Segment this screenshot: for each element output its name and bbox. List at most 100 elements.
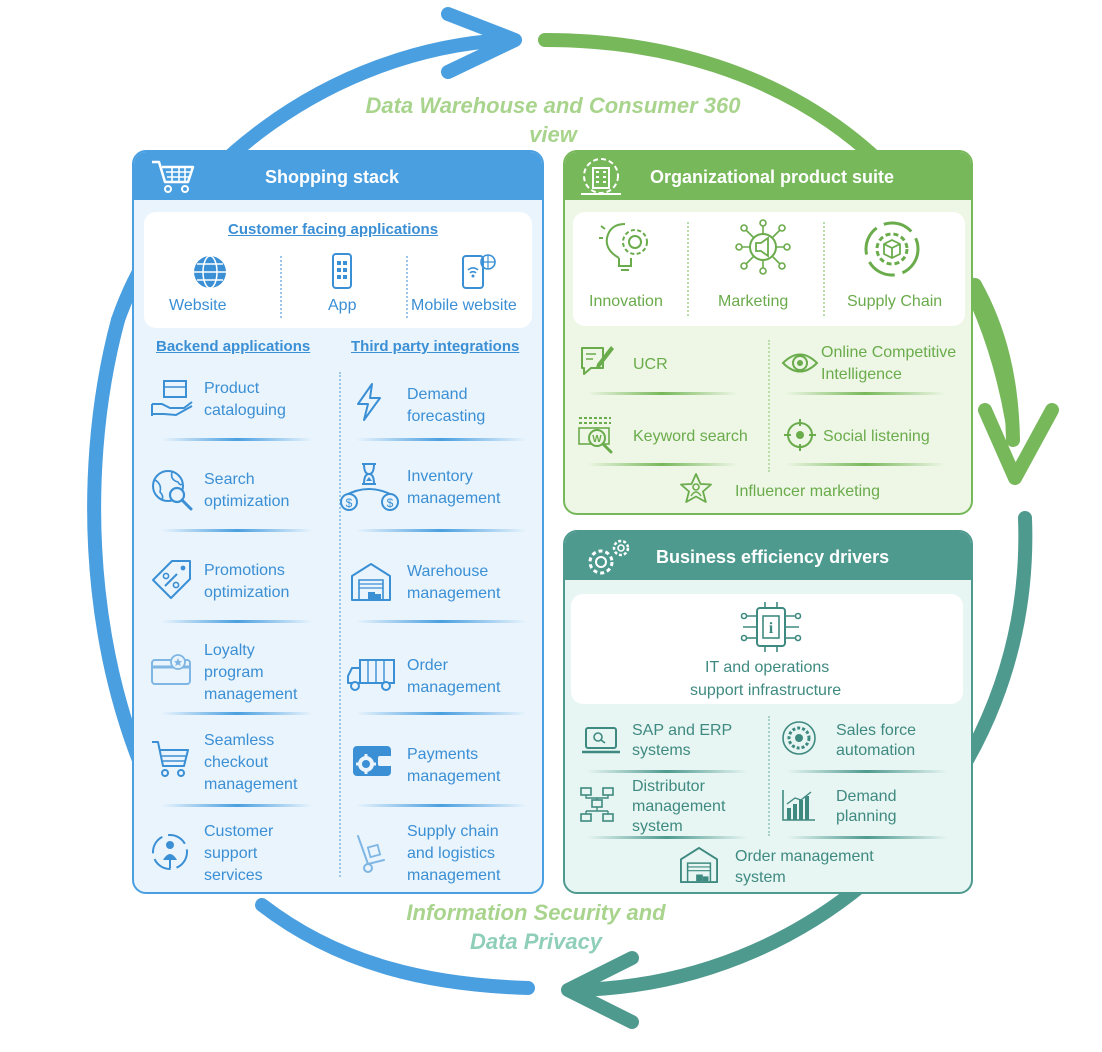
cart-icon	[152, 741, 189, 777]
backend-label-2: optimization	[204, 584, 290, 601]
globe-icon	[194, 255, 226, 289]
org-top-label-innovation: Innovation	[589, 293, 663, 310]
backend-label-3: management	[204, 686, 298, 703]
backend-label-2: checkout	[204, 754, 269, 771]
app-label-website: Website	[169, 297, 227, 314]
business-item-label-1: Demand	[836, 788, 897, 805]
third-party-label-2: management	[407, 768, 501, 785]
laptop-icon	[582, 727, 620, 754]
shopping-stack-title: Shopping stack	[265, 167, 400, 187]
org-item-label-1: UCR	[633, 356, 668, 373]
backend-heading: Backend applications	[156, 338, 311, 355]
shopping-stack-header: Shopping stack	[134, 152, 542, 200]
tag-percent-icon	[152, 560, 191, 599]
svg-text:$: $	[387, 496, 394, 510]
globe-search-icon	[152, 470, 193, 511]
third-party-label-2: management	[407, 679, 501, 696]
blue-arrowhead-top	[441, 7, 522, 79]
third-party-label-1: Order	[407, 657, 448, 674]
caption-bottom-line1: Information Security and	[406, 900, 666, 925]
backend-label-1: Seamless	[204, 732, 275, 749]
business-item-label-2: systems	[632, 742, 691, 759]
org-top-label-marketing: Marketing	[718, 293, 789, 310]
customer-apps-heading: Customer facing applications	[228, 221, 439, 238]
third-party-label-2: forecasting	[407, 408, 486, 425]
org-top-label-supply-chain: Supply Chain	[847, 293, 943, 310]
business-item-label-1: Distributor	[632, 778, 705, 795]
svg-text:i: i	[769, 620, 774, 637]
warehouse-icon	[351, 563, 391, 601]
third-party-label-1: Supply chain	[407, 823, 499, 840]
org-item-label-1: Online Competitive	[821, 344, 957, 361]
hourglass-coins-icon: $ $	[340, 463, 399, 511]
org-item-label-1: Social listening	[823, 428, 930, 445]
third-party-label-2: and logistics	[407, 845, 496, 862]
backend-label-1: Customer	[204, 823, 274, 840]
business-item-label-2: automation	[836, 742, 916, 759]
third-party-label-2: management	[407, 490, 501, 507]
third-party-label-1: Inventory	[407, 468, 473, 485]
hierarchy-icon	[580, 787, 614, 822]
lightning-icon	[357, 383, 381, 421]
green-arrowhead	[978, 403, 1059, 485]
org-item-label-1: Keyword search	[633, 428, 748, 445]
business-item-label-2: management	[632, 798, 726, 815]
backend-label-2: optimization	[204, 493, 290, 510]
phone-icon	[332, 253, 352, 289]
third-party-label-1: Warehouse	[407, 563, 489, 580]
cycle-box-icon	[864, 221, 920, 277]
business-item-label-1: Sales force	[836, 722, 917, 739]
backend-label-3: services	[204, 867, 263, 884]
business-efficiency-header: Business efficiency drivers	[565, 532, 971, 580]
backend-label-2: program	[204, 664, 264, 681]
organizational-suite-panel: Organizational product suite Innovation	[563, 150, 973, 515]
support-person-icon	[152, 834, 188, 870]
org-top-card: Innovation Marketing Supply Chain	[573, 212, 965, 326]
backend-label-2: support	[204, 845, 258, 862]
gear-badge-icon	[782, 721, 816, 755]
backend-label-1: Product	[204, 380, 260, 397]
customer-apps-card: Customer facing applications Website App…	[144, 212, 532, 328]
third-party-label-3: management	[407, 867, 501, 884]
business-efficiency-title: Business efficiency drivers	[656, 547, 890, 567]
it-operations-label-1: IT and operations	[705, 659, 830, 676]
business-efficiency-panel: Business efficiency drivers i IT and ope…	[563, 530, 973, 894]
org-bottom-label: Influencer marketing	[735, 483, 880, 500]
building-gear-icon	[581, 158, 621, 195]
teal-arrowhead	[561, 951, 639, 1029]
keyword-search-icon: W	[578, 417, 613, 454]
backend-label-1: Loyalty	[204, 642, 255, 659]
chip-info-icon: i	[740, 602, 802, 652]
app-label-mobile-website: Mobile website	[411, 297, 517, 314]
business-item-label-1: SAP and ERP	[632, 722, 733, 739]
backend-label-2: cataloguing	[204, 402, 286, 419]
backend-label-1: Promotions	[204, 562, 285, 579]
third-party-label-1: Demand	[407, 386, 468, 403]
caption-top-line1: Data Warehouse and Consumer 360	[366, 93, 742, 118]
wallet-gear-icon	[353, 746, 392, 776]
loyalty-card-icon	[151, 654, 191, 685]
it-operations-card: i IT and operations support infrastructu…	[571, 594, 963, 704]
eye-icon	[781, 353, 819, 373]
megaphone-network-icon	[735, 219, 791, 275]
svg-text:$: $	[346, 496, 353, 510]
warehouse-icon	[679, 846, 718, 884]
organizational-suite-title: Organizational product suite	[650, 167, 895, 187]
hand-truck-icon	[357, 835, 385, 873]
organizational-suite-header: Organizational product suite	[565, 152, 971, 200]
chat-pen-icon	[581, 346, 614, 375]
business-bottom-label-2: system	[735, 869, 786, 886]
mobile-web-icon	[462, 254, 496, 289]
backend-label-1: Search	[204, 471, 255, 488]
caption-top-line2: view	[529, 122, 579, 147]
blue-arc-bottom	[255, 898, 535, 995]
third-party-label-1: Payments	[407, 746, 479, 763]
cart-icon	[152, 160, 195, 193]
caption-bottom-line2: Data Privacy	[470, 929, 604, 954]
third-party-label-2: management	[407, 585, 501, 602]
org-item-label-2: Intelligence	[821, 366, 902, 383]
target-icon	[784, 419, 816, 451]
svg-text:W: W	[592, 434, 602, 445]
green-arc-lower	[968, 278, 1020, 447]
